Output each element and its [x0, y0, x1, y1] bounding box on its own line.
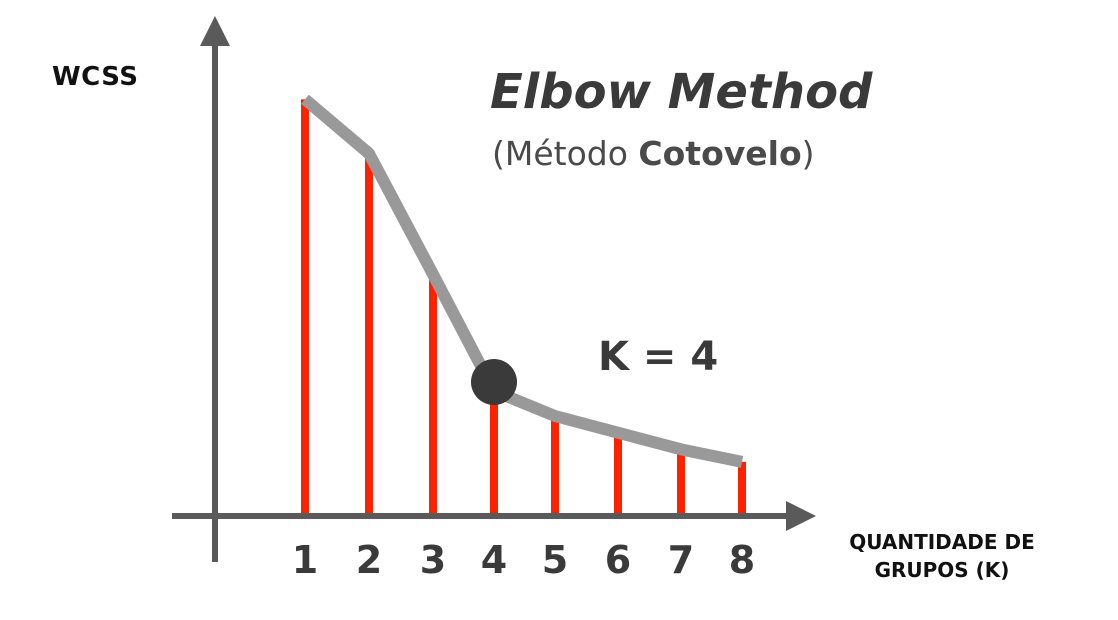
subtitle-prefix: (Método [492, 134, 639, 173]
bar-k4 [490, 391, 498, 516]
x-tick-label-2: 2 [356, 538, 382, 582]
x-axis-arrow [786, 501, 816, 531]
y-axis-arrow [200, 16, 230, 46]
bar-k3 [429, 274, 437, 516]
line-layer [301, 94, 744, 468]
chart-subtitle: (Método Cotovelo) [492, 134, 815, 173]
bar-k2 [365, 153, 373, 516]
bar-k7 [677, 449, 685, 516]
x-axis-label-line2: GRUPOS (K) [874, 558, 1010, 582]
x-tick-label-1: 1 [292, 538, 318, 582]
y-axis-label: WCSS [52, 62, 139, 92]
elbow-point-marker [471, 359, 517, 405]
bar-k5 [551, 416, 559, 516]
bar-k8 [738, 461, 746, 516]
wcss-line [301, 94, 744, 468]
chart-title: Elbow Method [490, 64, 873, 120]
x-tick-label-8: 8 [729, 538, 755, 582]
elbow-annotation: K = 4 [598, 334, 719, 380]
x-axis-label: QUANTIDADE DE GRUPOS (K) [832, 528, 1052, 584]
bar-k1 [301, 99, 309, 516]
x-tick-label-3: 3 [420, 538, 446, 582]
axes-layer [172, 16, 816, 562]
x-tick-label-5: 5 [542, 538, 568, 582]
x-tick-label-4: 4 [481, 538, 507, 582]
x-tick-label-6: 6 [605, 538, 631, 582]
subtitle-bold: Cotovelo [638, 134, 802, 173]
bar-k6 [614, 432, 622, 516]
x-tick-label-7: 7 [668, 538, 694, 582]
bars-layer [301, 99, 746, 516]
x-axis-label-line1: QUANTIDADE DE [849, 530, 1035, 554]
subtitle-suffix: ) [801, 134, 815, 173]
